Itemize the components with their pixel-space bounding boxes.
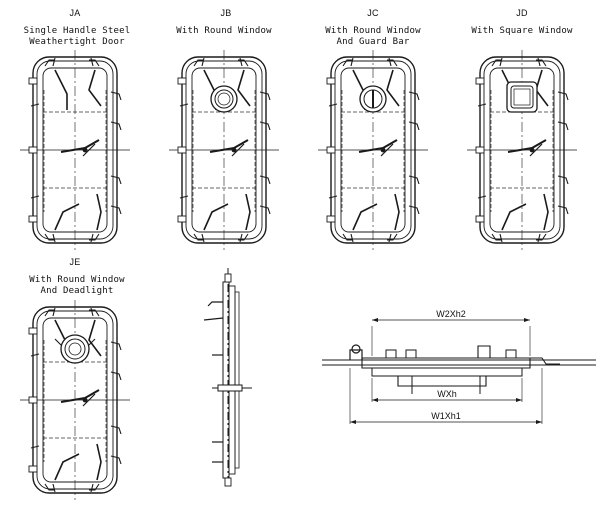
variant-je-caption-line1: With Round Window [29,275,125,285]
variant-ja-caption-line1: Single Handle Steel [23,26,131,36]
door-elevation-je [19,299,131,501]
door-elevation-jb [168,49,280,251]
variant-jc-code: JC [367,8,379,18]
dimension-wxh: WXh [437,389,457,399]
door-side-view [203,268,252,487]
variant-jd-caption-line1: With Square Window [471,26,573,36]
variant-jb-code: JB [220,8,232,18]
variant-ja-caption-line2: Weathertight Door [29,37,125,47]
variant-jb-caption-line1: With Round Window [176,26,272,36]
variant-je-code: JE [69,257,81,267]
variant-jd-code: JD [516,8,528,18]
dimension-w2xh2: W2Xh2 [436,309,466,319]
door-elevation-jd [466,49,578,251]
variant-ja-code: JA [69,8,81,18]
door-elevation-jc [317,49,429,251]
variant-jc-caption-line2: And Guard Bar [336,37,410,47]
door-elevation-ja [19,49,131,251]
dimension-w1xh1: W1Xh1 [431,411,461,421]
variant-jc-caption-line1: With Round Window [325,26,421,36]
door-section-view [322,318,596,424]
variant-je-caption-line2: And Deadlight [40,286,114,296]
